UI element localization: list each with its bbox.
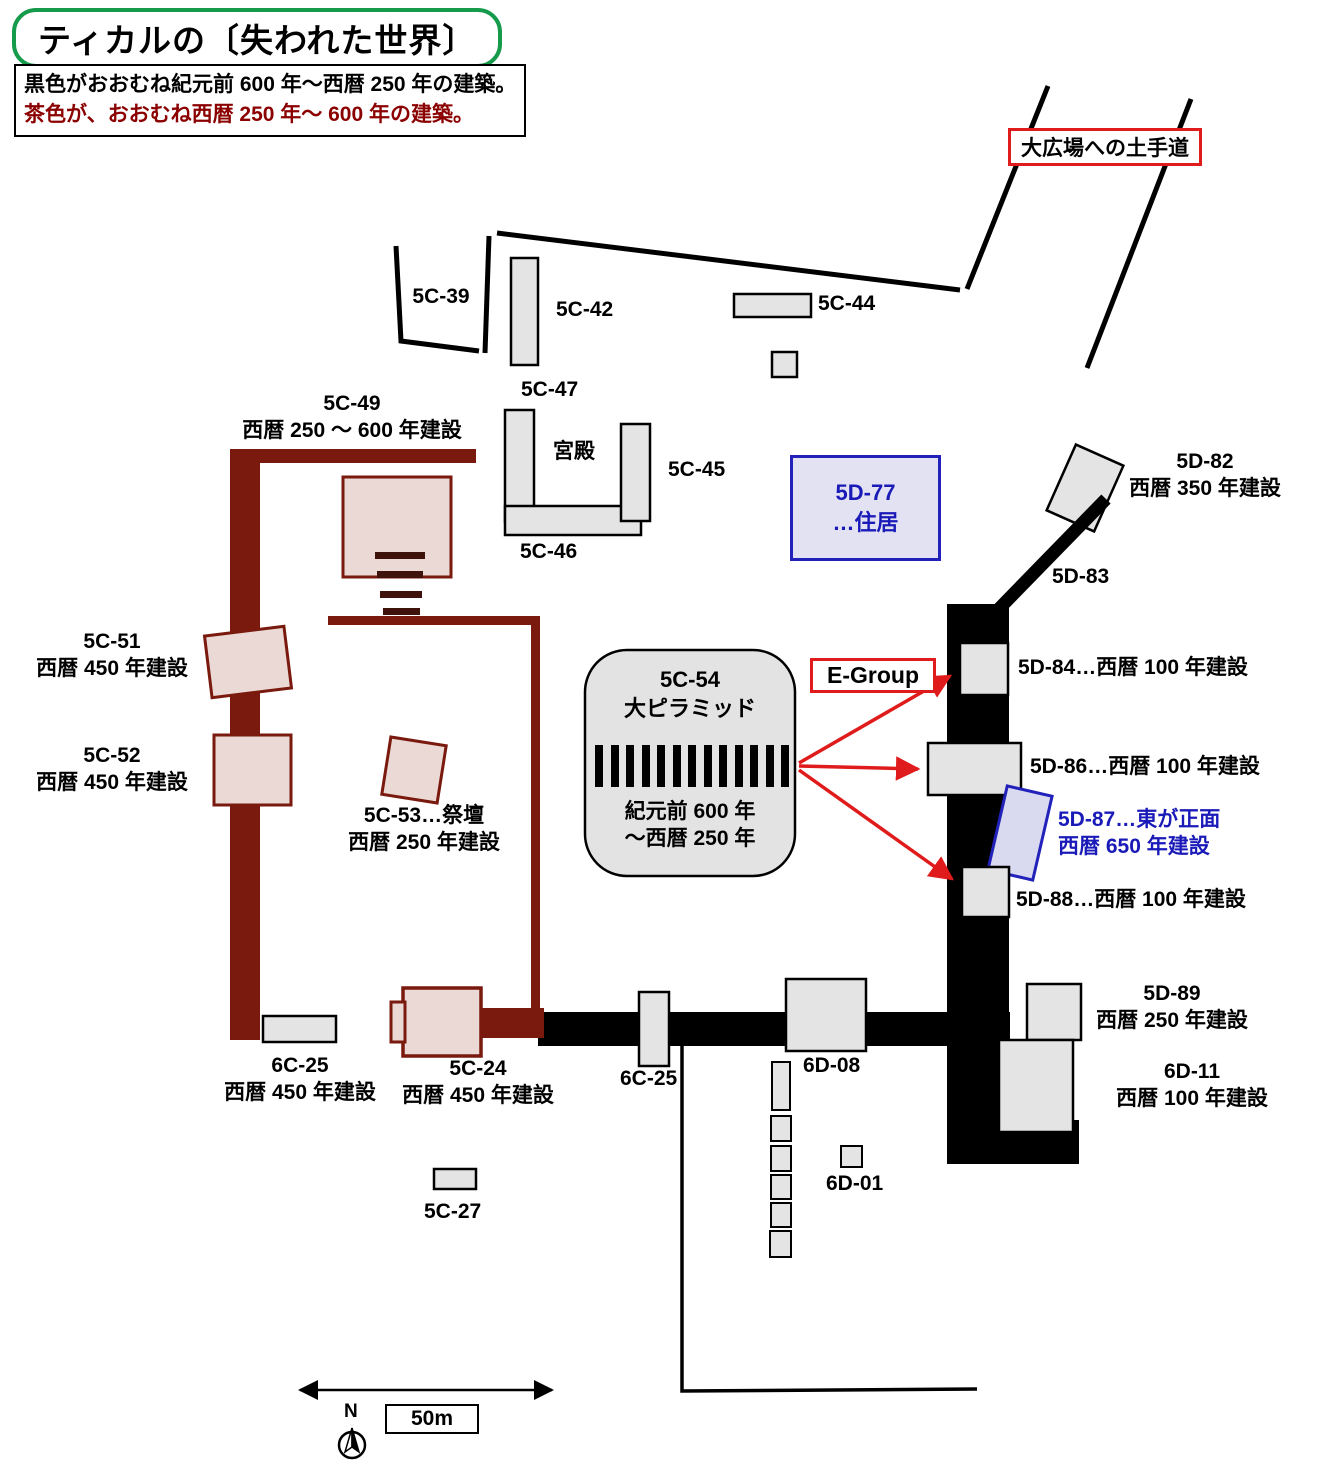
label-5c46: 5C-46	[520, 540, 578, 563]
temple-stair-3	[380, 591, 422, 598]
enclosure-5c49-inner-east-wall	[531, 616, 540, 1037]
legend-black-era: 黒色がおおむね紀元前 600 年～西暦 250 年の建築。	[24, 73, 517, 96]
label-5c42: 5C-42	[556, 298, 614, 321]
page-title: ティカルの〔失われた世界〕	[12, 8, 503, 68]
label-5d77: 5D-77	[835, 480, 896, 506]
legend-brown-era: 茶色が、おおむね西暦 250 年～ 600 年の建築。	[24, 103, 474, 127]
connector-5c24-east	[478, 1008, 544, 1038]
building-6d11	[997, 1038, 1075, 1134]
building-5c24	[401, 986, 483, 1058]
egroup-arrow-middle	[798, 756, 921, 781]
label-5d86: 5D-86…西暦 100 年建設	[1030, 755, 1260, 778]
label-5d82: 5D-82 西暦 350 年建設	[1129, 450, 1281, 501]
building-5c52	[212, 733, 293, 807]
label-palace: 宮殿	[553, 440, 595, 463]
label-5c54: 5C-54 大ピラミッド	[623, 667, 757, 721]
building-6c25-south	[637, 990, 671, 1068]
label-5c51: 5C-51 西暦 450 年建設	[36, 630, 188, 681]
south-boundary-line	[680, 1046, 978, 1393]
building-5d84	[958, 641, 1010, 697]
altar-5c53	[380, 735, 448, 805]
building-small-5c44-south	[770, 350, 799, 379]
south-platform-bar	[538, 1012, 1010, 1046]
small-structures-column	[769, 1061, 792, 1258]
building-5c39-outline	[393, 245, 480, 354]
temple-stair-1	[375, 552, 425, 559]
label-5c53: 5C-53…祭壇 西暦 250 年建設	[348, 804, 500, 855]
label-5d84: 5D-84…西暦 100 年建設	[1018, 656, 1248, 679]
platform-5d83	[986, 494, 1111, 622]
building-5d88	[960, 865, 1011, 919]
label-5c47: 5C-47	[521, 378, 579, 401]
building-6d01	[840, 1145, 863, 1168]
egroup-label: E-Group	[810, 658, 936, 693]
building-5d86	[926, 741, 1023, 797]
label-5c49: 5C-49 西暦 250 ～ 600 年建設	[242, 392, 462, 443]
building-6c25-west	[261, 1014, 338, 1044]
building-5c42	[509, 256, 540, 367]
label-6c25-west: 6C-25 西暦 450 年建設	[224, 1054, 376, 1105]
label-6d11: 6D-11 西暦 100 年建設	[1116, 1060, 1268, 1111]
label-5d89: 5D-89 西暦 250 年建設	[1096, 982, 1248, 1033]
egroup-arrow-south	[797, 768, 954, 881]
palace-east-wing-5c45	[619, 422, 652, 523]
label-5d77-note: …住居	[832, 510, 899, 535]
enclosure-5c49-north-wall	[230, 449, 476, 463]
label-6c25-south: 6C-25	[620, 1067, 678, 1090]
building-north-temple	[341, 475, 453, 579]
building-5d89	[1025, 982, 1083, 1042]
building-5d77-box: 5D-77 …住居	[790, 455, 941, 561]
label-6d08: 6D-08	[803, 1054, 861, 1077]
label-5c52: 5C-52 西暦 450 年建設	[36, 744, 188, 795]
building-5c51	[202, 624, 294, 700]
temple-stair-4	[383, 608, 420, 615]
building-5d87	[986, 784, 1054, 882]
scale-label-box: 50m	[385, 1404, 479, 1434]
label-5d88: 5D-88…西暦 100 年建設	[1016, 888, 1246, 911]
building-5c27	[432, 1167, 478, 1191]
label-5c24: 5C-24 西暦 450 年建設	[402, 1057, 554, 1108]
causeway-line-west	[964, 85, 1051, 290]
legend: 黒色がおおむね紀元前 600 年～西暦 250 年の建築。 茶色が、おおむね西暦…	[14, 64, 527, 137]
north-boundary-line	[496, 230, 961, 293]
pyramid-stairs	[595, 745, 789, 787]
building-5c44	[732, 292, 813, 319]
building-5d82	[1044, 442, 1126, 534]
causeway-label: 大広場への土手道	[1008, 128, 1202, 166]
enclosure-5c49-inner-north-wall	[328, 616, 539, 625]
building-5c24-annex	[389, 1000, 407, 1044]
label-6d01: 6D-01	[826, 1172, 884, 1195]
north-label: N	[344, 1401, 358, 1422]
label-5c44: 5C-44	[818, 292, 876, 315]
label-5c27: 5C-27	[424, 1200, 482, 1223]
label-5c45: 5C-45	[668, 458, 726, 481]
palace-west-wing	[503, 408, 536, 524]
label-5d87: 5D-87…東が正面 西暦 650 年建設	[1058, 808, 1221, 859]
label-5d83: 5D-83	[1052, 565, 1110, 588]
building-5c39-east-wall	[482, 235, 492, 354]
building-6d08	[784, 977, 868, 1053]
label-5c54-dates: 紀元前 600 年 ～西暦 250 年	[624, 800, 756, 851]
temple-stair-2	[377, 571, 423, 578]
compass-needle-black	[351, 1427, 361, 1454]
label-5c39: 5C-39	[412, 285, 470, 308]
